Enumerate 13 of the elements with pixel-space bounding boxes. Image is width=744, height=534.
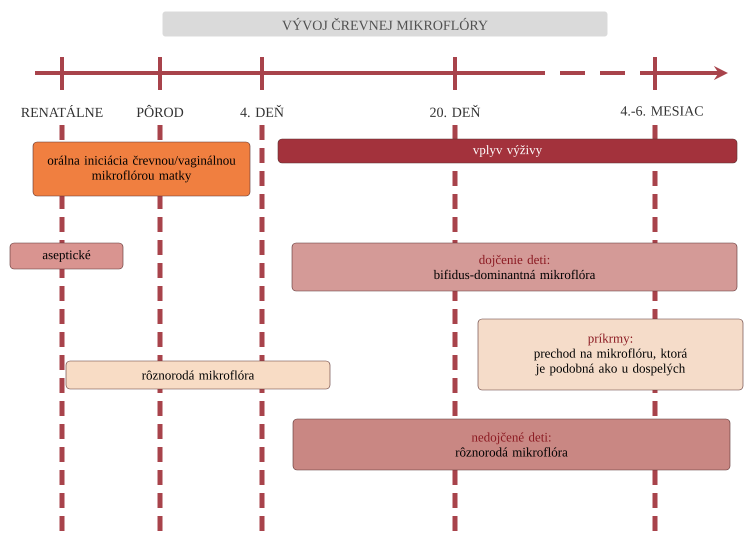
time-label: 20. DEŇ (430, 104, 480, 118)
time-label: RENATÁLNE (21, 104, 103, 117)
title-banner: VÝVOJ ČREVNEJ MIKROFLÓRY (162, 12, 608, 36)
phase-box: príkrmy: prechod na mikroflóru, ktorá je podobná ako u dospelých (478, 318, 744, 390)
phase-box: orálna iniciácia črevnou/vaginálnou mikroflórou matky (32, 142, 250, 196)
time-label: 4. DEŇ (240, 104, 284, 118)
phase-box: rôznorodá mikroflóra (66, 360, 330, 390)
time-label: 4.-6. MESIAC (620, 106, 703, 116)
phase-box: nedojčené deti: rôznorodá mikroflóra (292, 418, 730, 470)
timeline-bar: vplyv výživy (278, 138, 738, 164)
phase-box: aseptické (10, 242, 124, 270)
phase-box: dojčenie deti: bifidus-dominantná mikroflóra (292, 242, 738, 292)
time-label: PÔROD (136, 104, 184, 118)
